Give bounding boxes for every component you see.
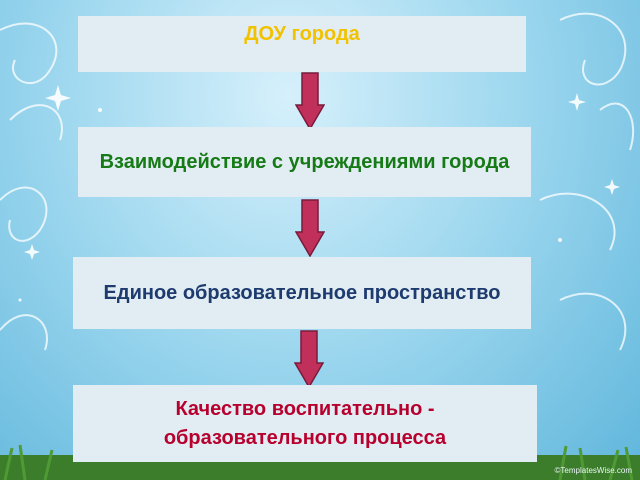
arrow-down-icon: [295, 72, 325, 130]
node-label: Взаимодействие с учреждениями города: [99, 150, 510, 173]
watermark: ©TemplatesWise.com: [554, 466, 632, 475]
node-label: Качество воспитательно - образовательног…: [163, 397, 447, 449]
node-educational-process-quality: Качество воспитательно - образовательног…: [73, 385, 537, 462]
node-city-preschool: ДОУ города: [78, 16, 526, 72]
arrow-down-icon: [295, 199, 325, 257]
node-unified-educational-space: Единое образовательное пространство: [73, 257, 531, 329]
node-label: ДОУ города: [244, 23, 360, 45]
arrow-down-icon: [294, 330, 324, 388]
node-city-institutions-interaction: Взаимодействие с учреждениями города: [78, 127, 531, 197]
node-label: Единое образовательное пространство: [103, 281, 501, 304]
